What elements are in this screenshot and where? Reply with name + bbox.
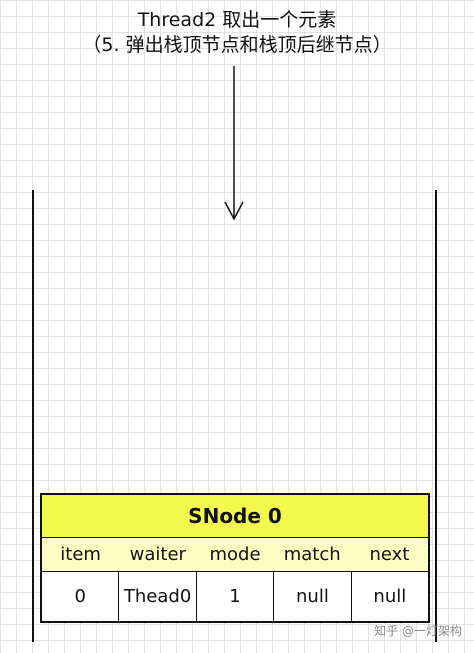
field-match-label: match (283, 544, 341, 565)
field-waiter-value: Thead0 (119, 572, 197, 621)
field-mode-label: mode (209, 544, 261, 565)
caption-title: Thread2 取出一个元素 (137, 9, 337, 31)
snode-value-row: 0 Thead0 1 null null (42, 572, 428, 621)
snode-field-row: item waiter mode match next (42, 538, 428, 572)
field-next-value: null (373, 586, 407, 607)
snode-box: SNode 0 item waiter mode match next 0 Th… (40, 493, 430, 623)
field-waiter-label: waiter (129, 544, 186, 565)
snode-title: SNode 0 (42, 495, 428, 538)
field-mode-value: 1 (197, 572, 275, 621)
field-item-label: item (60, 544, 101, 565)
watermark: 知乎 @一灯架构 (374, 624, 462, 638)
caption-subtitle: （5. 弹出栈顶节点和栈顶后继节点） (82, 34, 392, 56)
pop-arrow-head (224, 201, 244, 221)
field-item-value: 0 (42, 572, 120, 621)
field-match-value: null (274, 572, 352, 621)
field-next-label: next (369, 544, 410, 565)
